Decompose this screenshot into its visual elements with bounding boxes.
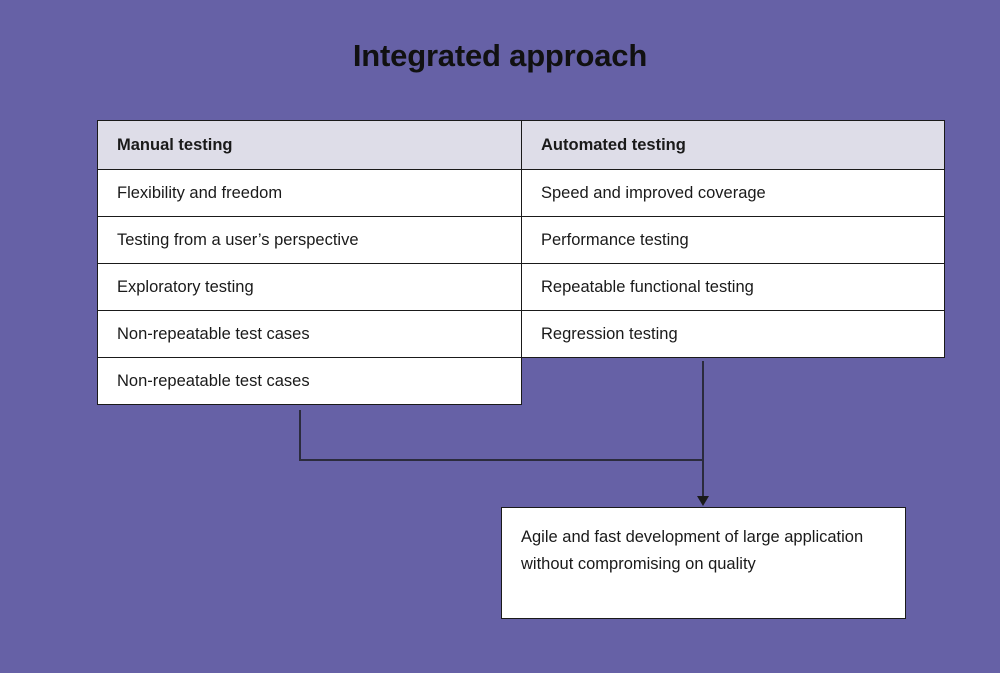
comparison-table: Manual testing Automated testing Flexibi… [97,120,945,405]
down-arrow-icon [697,496,709,506]
table-cell-automated-4: Regression testing [521,310,945,358]
connector-vertical-left [299,410,301,461]
table-cell-manual-5: Non-repeatable test cases [97,357,522,405]
table-row: Non-repeatable test cases Regression tes… [97,310,945,358]
table-cell-automated-5-empty [522,358,945,405]
table-cell-automated-3: Repeatable functional testing [521,263,945,311]
table-cell-manual-2: Testing from a user’s perspective [97,216,522,264]
connector-vertical-right [702,361,704,500]
table-row: Non-repeatable test cases [97,357,945,405]
table-cell-manual-3: Exploratory testing [97,263,522,311]
table-row: Testing from a user’s perspective Perfor… [97,216,945,264]
table-header-automated-testing: Automated testing [521,120,945,170]
table-cell-manual-1: Flexibility and freedom [97,169,522,217]
table-header-manual-testing: Manual testing [97,120,522,170]
table-cell-manual-4: Non-repeatable test cases [97,310,522,358]
page-title: Integrated approach [352,38,648,73]
outcome-box: Agile and fast development of large appl… [501,507,906,619]
table-row: Flexibility and freedom Speed and improv… [97,169,945,217]
table-header-row: Manual testing Automated testing [97,120,945,170]
table-cell-automated-2: Performance testing [521,216,945,264]
connector-horizontal [299,459,704,461]
table-row: Exploratory testing Repeatable functiona… [97,263,945,311]
table-cell-automated-1: Speed and improved coverage [521,169,945,217]
